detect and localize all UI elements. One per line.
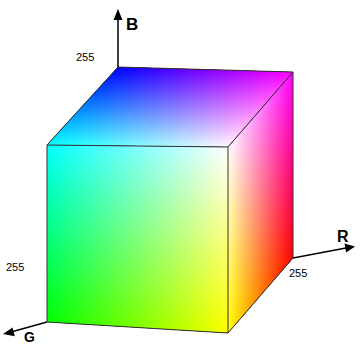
axis-letter: R [337,229,349,245]
face-base [228,72,293,333]
face-shade [228,72,293,333]
axis-letter: B [126,16,138,33]
arrowheads [3,9,355,336]
arrowhead [114,9,123,20]
face-shade [47,145,228,333]
face-shade [228,72,293,333]
axes [11,18,346,332]
axis-max-value: 255 [76,52,94,63]
arrowhead [3,328,15,337]
axis-letter: G [24,330,35,344]
axis-max-value: 255 [6,262,24,273]
b-axis [117,18,119,67]
face-base [47,145,228,333]
axis-max-value: 255 [289,268,307,279]
face-shade [47,145,228,333]
cube-edge [228,147,229,333]
cube-edges [47,67,293,333]
right-face [228,72,293,333]
r-axis [293,248,346,258]
cube-edge [47,72,293,147]
front-face [47,145,228,333]
cube-outline [47,67,293,333]
